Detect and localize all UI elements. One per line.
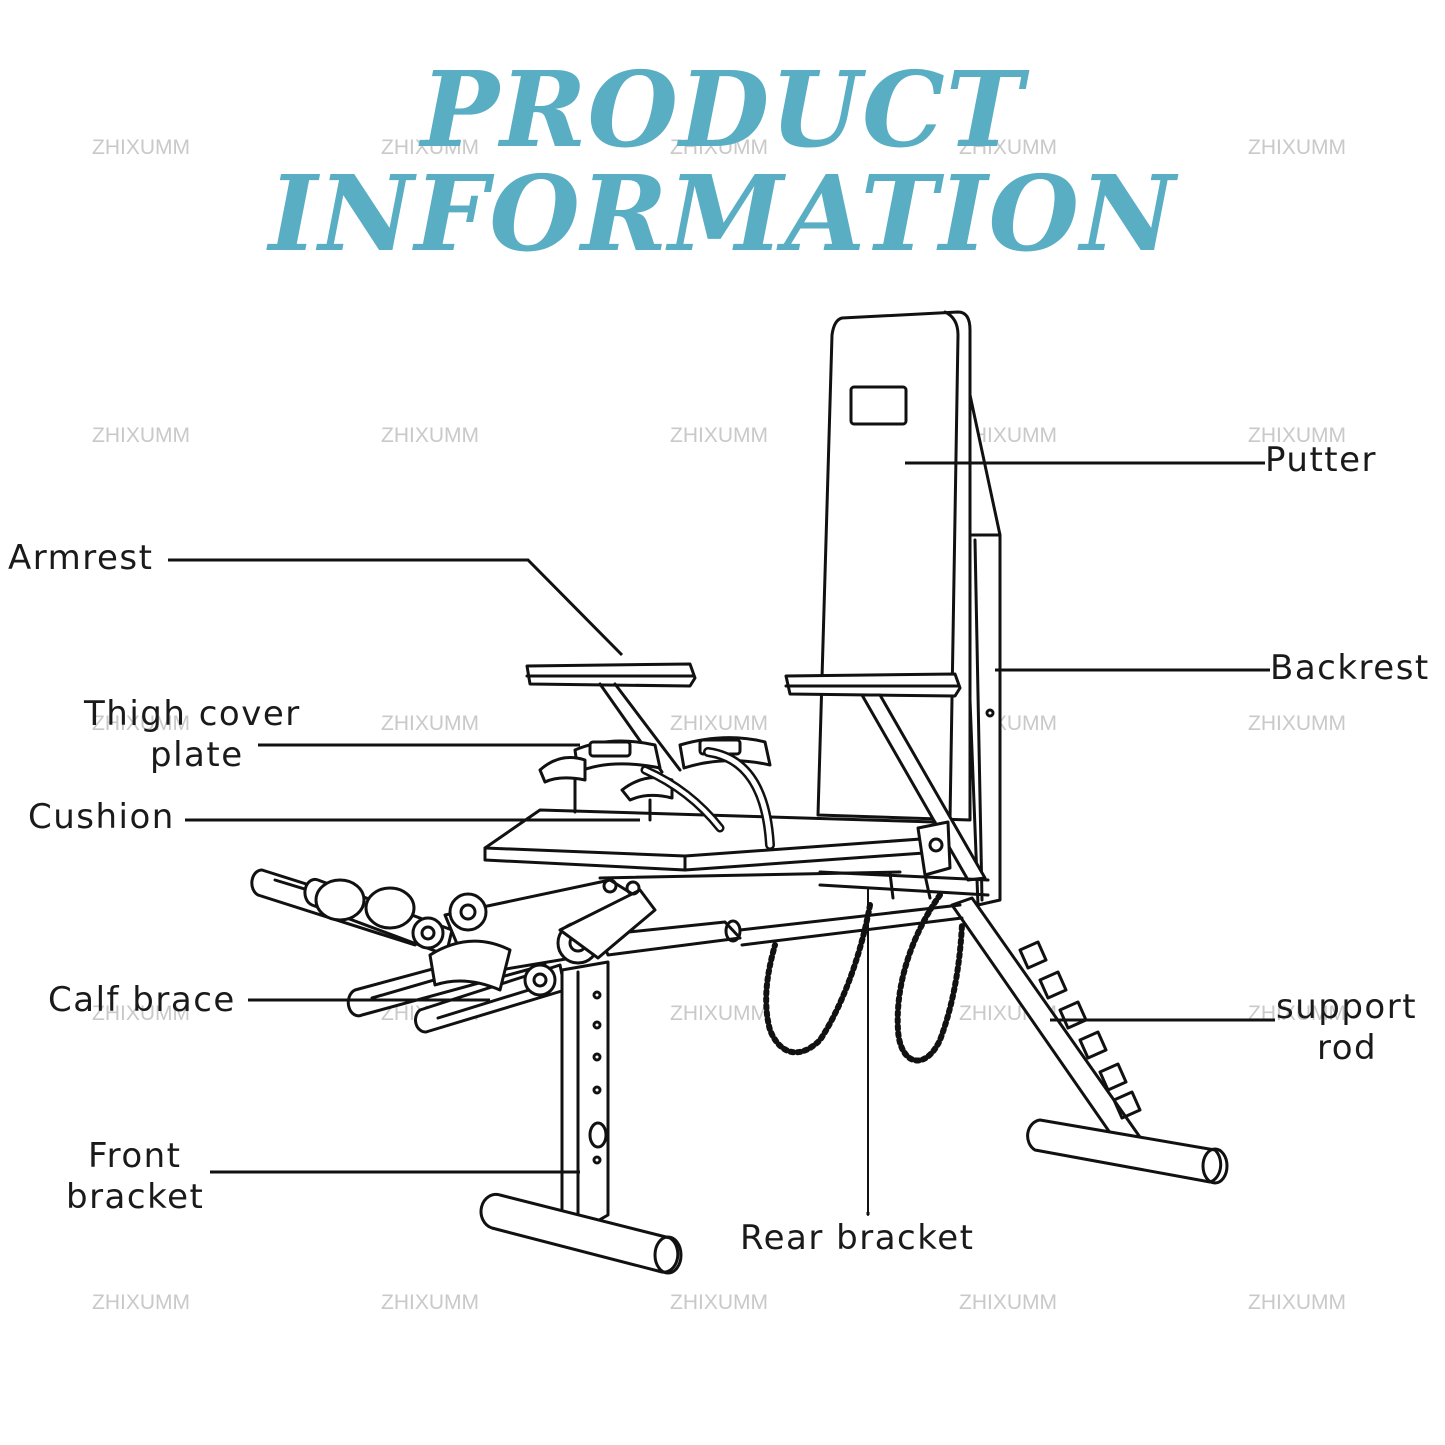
springs-drawing [763, 887, 965, 1216]
watermark-text: ZHIXUMM [381, 136, 479, 159]
label-putter: Putter [1265, 440, 1378, 480]
watermark-text: ZHIXUMM [1248, 1291, 1346, 1314]
watermark-text: ZHIXUMM [959, 424, 1057, 447]
watermark-text: ZHIXUMM [92, 424, 190, 447]
label-thigh-cover-plate-line2: plate [150, 735, 244, 775]
watermark-text: ZHIXUMM [670, 712, 768, 735]
armrest-drawing [525, 662, 987, 882]
watermark-text: ZHIXUMM [381, 1291, 479, 1314]
watermark-text: ZHIXUMM [670, 1002, 768, 1025]
label-thigh-cover-plate-line1: Thigh cover [84, 694, 301, 734]
watermark-text: ZHIXUMM [381, 424, 479, 447]
label-backrest: Backrest [1270, 648, 1430, 688]
front-bracket-drawing [479, 960, 683, 1275]
watermark-text: ZHIXUMM [92, 1002, 190, 1025]
watermark-text: ZHIXUMM [1248, 712, 1346, 735]
label-armrest: Armrest [8, 538, 154, 578]
label-calf-brace: Calf brace [48, 980, 236, 1020]
leader-armrest [168, 558, 624, 657]
thigh-plate-drawing [538, 736, 775, 850]
watermark-text: ZHIXUMM [92, 1291, 190, 1314]
label-cushion: Cushion [28, 797, 175, 837]
watermark-text: ZHIXUMM [959, 136, 1057, 159]
rear-frame-drawing [950, 393, 1229, 1185]
label-support-rod-line1: support [1276, 987, 1418, 1027]
watermark-text: ZHIXUMM [92, 136, 190, 159]
watermark-text: ZHIXUMM [670, 424, 768, 447]
leader-lines [168, 461, 1275, 1215]
watermark-text: ZHIXUMM [381, 712, 479, 735]
calf-brace-drawing [250, 868, 657, 1034]
page-title: PRODUCT INFORMATION [268, 48, 1177, 275]
label-front-bracket-line1: Front [88, 1136, 182, 1176]
watermark-text: ZHIXUMM [1248, 136, 1346, 159]
watermark-text: ZHIXUMM [670, 136, 768, 159]
label-rear-bracket: Rear bracket [740, 1218, 975, 1258]
cushion-drawing [483, 808, 990, 957]
watermark-text: ZHIXUMM [1248, 424, 1346, 447]
label-support-rod-line2: rod [1317, 1028, 1378, 1068]
watermark-text: ZHIXUMM [670, 1291, 768, 1314]
watermark-text: ZHIXUMM [92, 712, 190, 735]
watermark-text: ZHIXUMM [959, 1291, 1057, 1314]
label-front-bracket-line2: bracket [66, 1177, 205, 1217]
